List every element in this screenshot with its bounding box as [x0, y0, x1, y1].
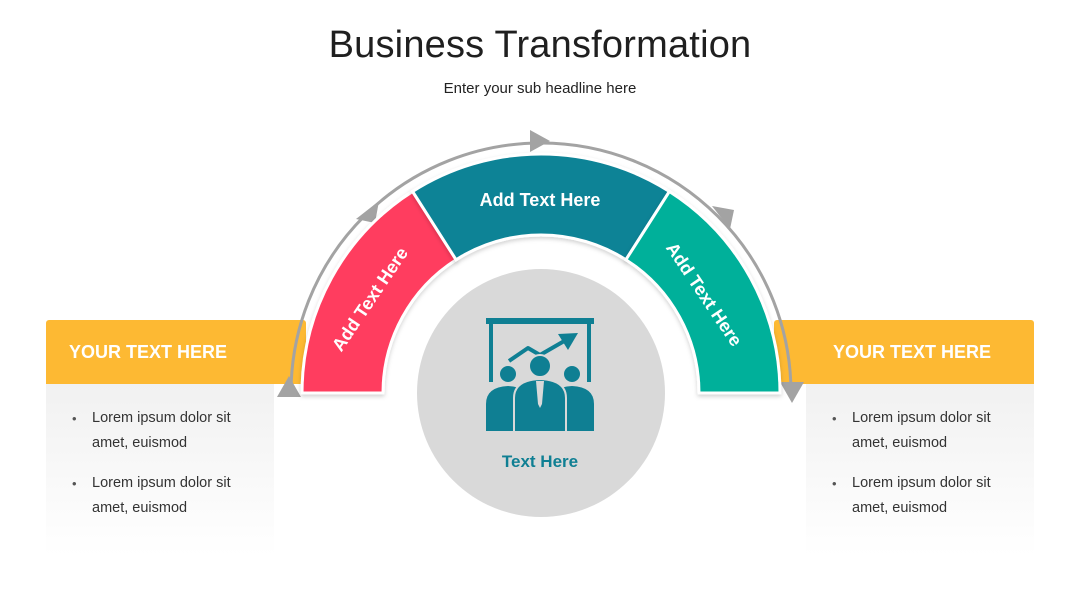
- arrowhead-icon: [712, 206, 734, 229]
- right-bullet-list: Lorem ipsum dolor sit amet, euismod Lore…: [806, 406, 1034, 521]
- left-bullet-item: Lorem ipsum dolor sit amet, euismod: [72, 406, 274, 456]
- right-bullet-item: Lorem ipsum dolor sit amet, euismod: [832, 471, 1034, 521]
- arc-segment-right: [623, 189, 782, 395]
- business-team-growth-icon: [486, 318, 594, 433]
- page-subtitle: Enter your sub headline here: [443, 80, 637, 97]
- arrowhead-icon: [530, 130, 550, 152]
- page-title: Business Transformation: [328, 24, 752, 66]
- left-panel-heading: YOUR TEXT HERE: [46, 320, 306, 384]
- left-bullet-item: Lorem ipsum dolor sit amet, euismod: [72, 471, 274, 521]
- right-panel-heading: YOUR TEXT HERE: [774, 320, 1034, 384]
- arrowhead-icon: [780, 382, 804, 403]
- left-bullet-list: Lorem ipsum dolor sit amet, euismod Lore…: [46, 406, 274, 521]
- center-label: Text Here: [502, 452, 578, 471]
- arrowhead-icon: [277, 376, 301, 397]
- right-bullet-item: Lorem ipsum dolor sit amet, euismod: [832, 406, 1034, 456]
- arrowhead-icon: [356, 201, 379, 223]
- left-panel-body: Lorem ipsum dolor sit amet, euismod Lore…: [46, 384, 274, 556]
- right-panel-body: Lorem ipsum dolor sit amet, euismod Lore…: [806, 384, 1034, 556]
- arc-segment-top-label: Add Text Here: [480, 190, 601, 210]
